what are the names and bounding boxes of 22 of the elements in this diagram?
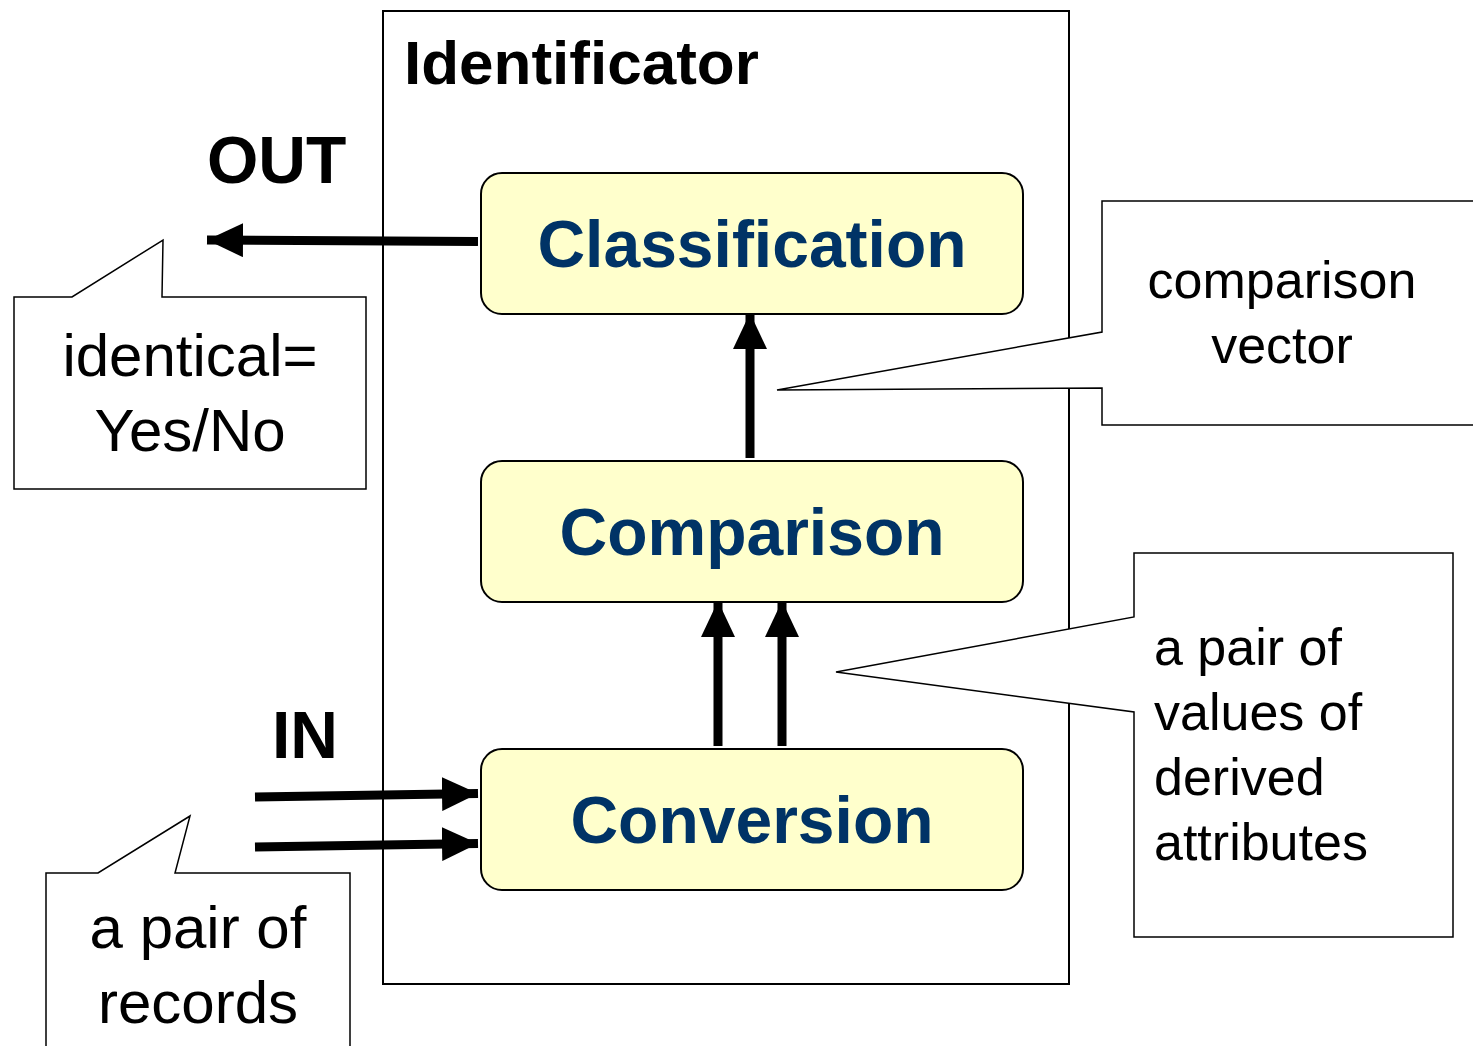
io-label: OUT bbox=[207, 122, 347, 198]
arrow bbox=[206, 223, 479, 258]
callout-text: comparison vector bbox=[1146, 250, 1418, 376]
process-label: Comparison bbox=[559, 493, 945, 570]
callout-box bbox=[14, 240, 366, 489]
callout-text: a pair of records bbox=[88, 892, 308, 1038]
callout-box bbox=[46, 816, 350, 1046]
callout-text: a pair of values of derived attributes bbox=[1154, 617, 1369, 873]
arrow bbox=[765, 601, 799, 746]
process-box bbox=[480, 460, 1024, 603]
process-box bbox=[480, 172, 1024, 315]
arrow bbox=[733, 313, 767, 458]
container-box bbox=[382, 10, 1070, 985]
process-box bbox=[480, 748, 1024, 891]
arrow bbox=[254, 777, 479, 812]
container-title: Identificator bbox=[404, 27, 759, 99]
callout-text: identical= Yes/No bbox=[61, 321, 319, 466]
process-label: Classification bbox=[537, 205, 967, 282]
io-label: IN bbox=[272, 697, 338, 773]
arrow bbox=[701, 601, 735, 746]
process-label: Conversion bbox=[570, 781, 934, 858]
arrow bbox=[254, 827, 479, 862]
